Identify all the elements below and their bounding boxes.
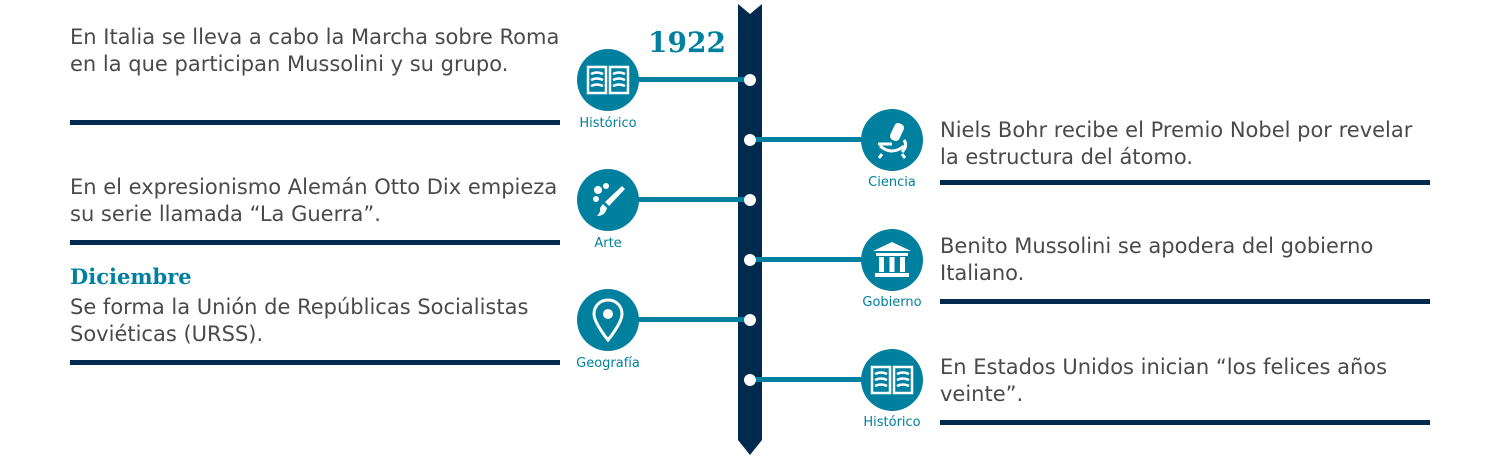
timeline-dot xyxy=(744,314,756,326)
event-text: En el expresionismo Alemán Otto Dix empi… xyxy=(70,175,558,226)
category-label: Histórico xyxy=(579,116,637,131)
year-heading: 1922 xyxy=(648,26,726,59)
category-circle xyxy=(861,229,923,291)
category-circle xyxy=(577,49,639,111)
category-circle xyxy=(861,349,923,411)
connector xyxy=(756,257,866,262)
category-circle xyxy=(577,169,639,231)
timeline-dot xyxy=(744,74,756,86)
connector xyxy=(636,77,746,82)
timeline-spine xyxy=(738,4,762,455)
event-underline xyxy=(940,299,1430,304)
event-text: En Italia se lleva a cabo la Marcha sobr… xyxy=(70,25,560,76)
event-text: Niels Bohr recibe el Premio Nobel por re… xyxy=(940,118,1413,169)
microscope-icon xyxy=(877,123,908,159)
timeline-dot xyxy=(744,374,756,386)
book-icon xyxy=(870,365,914,395)
government-building-icon xyxy=(873,242,911,277)
event-underline xyxy=(70,240,560,245)
event-text: Se forma la Unión de Repúblicas Socialis… xyxy=(70,295,529,346)
connector xyxy=(636,197,746,202)
category-circle xyxy=(861,109,923,171)
connector xyxy=(756,137,866,142)
event-underline xyxy=(940,180,1430,185)
palette-icon xyxy=(593,183,625,216)
event-underline xyxy=(70,360,560,365)
event-text: Benito Mussolini se apodera del gobierno… xyxy=(940,234,1374,285)
event-text: En Estados Unidos inician “los felices a… xyxy=(940,355,1388,406)
book-icon xyxy=(586,65,630,95)
timeline-dot xyxy=(744,134,756,146)
month-heading: Diciembre xyxy=(70,264,192,289)
category-label: Ciencia xyxy=(868,175,916,190)
connector xyxy=(756,377,866,382)
category-label: Histórico xyxy=(863,415,921,430)
map-pin-icon xyxy=(592,298,624,343)
category-label: Gobierno xyxy=(862,295,922,310)
category-label: Geografía xyxy=(576,356,640,371)
event-underline xyxy=(940,420,1430,425)
category-circle xyxy=(577,289,639,351)
category-label: Arte xyxy=(594,236,622,251)
timeline-dot xyxy=(744,194,756,206)
timeline-dot xyxy=(744,254,756,266)
connector xyxy=(636,317,746,322)
event-underline xyxy=(70,120,560,125)
